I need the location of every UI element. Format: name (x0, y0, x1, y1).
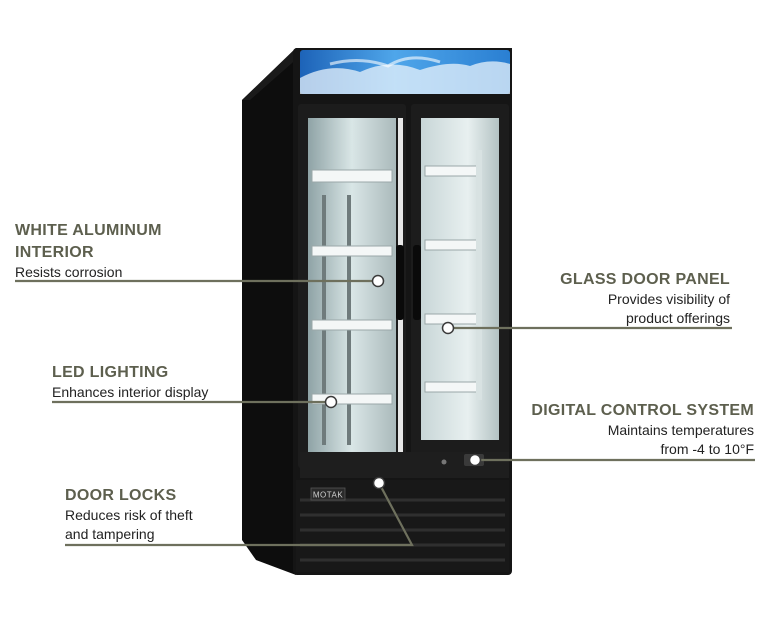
control-desc-line1: Maintains temperatures (607, 422, 754, 438)
control-desc-line2: from -4 to 10°F (660, 441, 754, 457)
led-desc: Enhances interior display (52, 384, 209, 400)
glass-callout-dot (441, 321, 455, 335)
interior-callout-dot (371, 274, 385, 288)
left-shelves (311, 169, 393, 405)
glass-title: GLASS DOOR PANEL (560, 271, 730, 288)
interior-title-line2: INTERIOR (15, 244, 94, 261)
locks-title: DOOR LOCKS (65, 487, 177, 504)
right-shelves (424, 165, 482, 393)
locks-desc-line1: Reduces risk of theft (65, 507, 193, 523)
brand-plate (310, 487, 346, 501)
left-door-handle (396, 245, 404, 320)
control-title: DIGITAL CONTROL SYSTEM (531, 402, 754, 419)
interior-desc: Resists corrosion (15, 264, 123, 280)
right-door-handle (413, 245, 421, 320)
locks-desc-line2: and tampering (65, 526, 155, 542)
left-door-glass (308, 118, 396, 460)
header-sign-clouds (300, 61, 510, 94)
glass-desc-line2: product offerings (625, 310, 730, 326)
control-callout-dot (468, 453, 482, 467)
locks-callout-line (65, 482, 414, 547)
brand-logo: MOTAK (313, 491, 344, 500)
led-callout-dot (324, 395, 338, 409)
cabinet-side-panel (242, 48, 296, 575)
glass-desc-line1: Provides visibility of (607, 291, 730, 307)
interior-title-line1: WHITE ALUMINUM (15, 222, 162, 239)
locks-callout-dot (372, 476, 386, 490)
led-title: LED LIGHTING (52, 364, 169, 381)
